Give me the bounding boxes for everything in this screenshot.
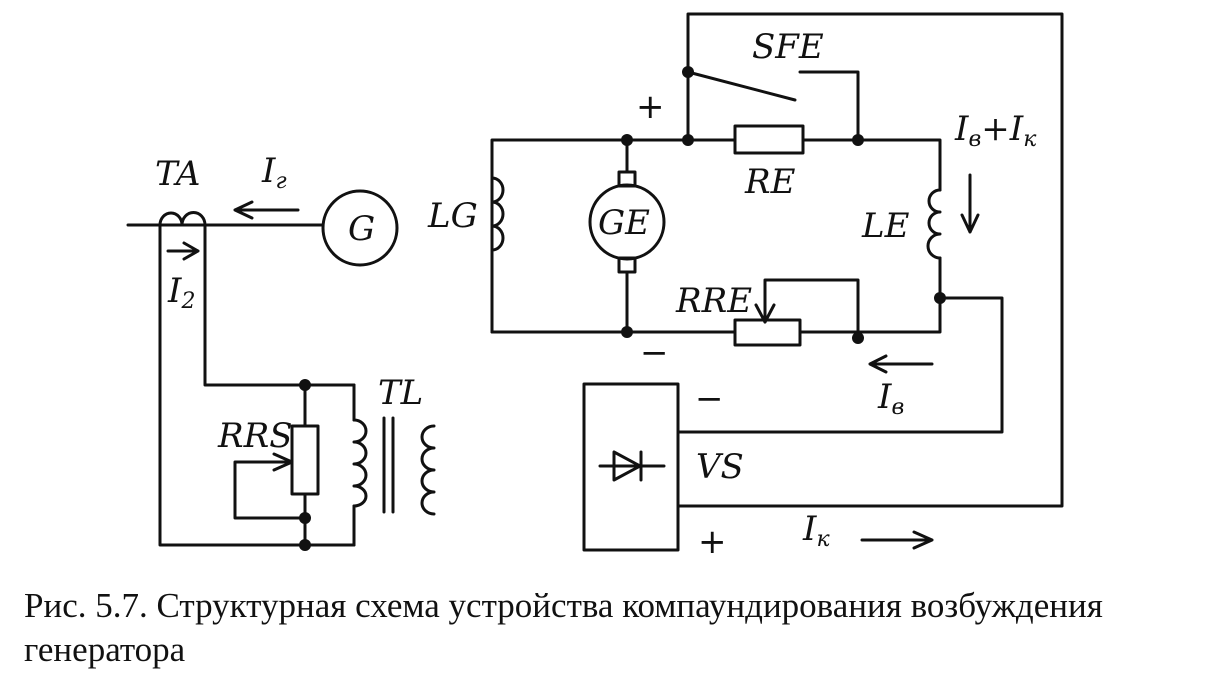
junction-dot bbox=[299, 539, 311, 551]
tl-core bbox=[382, 416, 395, 514]
rre-wiper-arrow bbox=[754, 303, 776, 324]
polarity-plus-vs: + bbox=[698, 522, 727, 562]
polarity-minus-vs: − bbox=[695, 379, 724, 419]
re-resistor bbox=[733, 124, 805, 155]
figure-caption: Рис. 5.7. Структурная схема устройства к… bbox=[24, 586, 1103, 669]
label-rre: RRE bbox=[675, 281, 752, 321]
rrs-wiper-arrow bbox=[272, 452, 294, 472]
wire-ta-secondary bbox=[158, 223, 356, 547]
arrow-i2-icon bbox=[166, 241, 200, 261]
label-i2: I2 bbox=[167, 271, 195, 314]
label-le: LE bbox=[861, 206, 910, 246]
junction-dot bbox=[682, 66, 694, 78]
junction-dot bbox=[852, 134, 864, 146]
label-lg: LG bbox=[427, 196, 478, 236]
label-g: G bbox=[348, 209, 375, 249]
label-ik: Iк bbox=[802, 509, 830, 552]
g-generator bbox=[321, 189, 399, 267]
arrow-ig-icon bbox=[233, 200, 300, 220]
lg-coil bbox=[490, 176, 505, 252]
wire-rre-wiper bbox=[763, 278, 860, 334]
wire-le-return bbox=[490, 256, 942, 334]
junction-dot bbox=[934, 292, 946, 304]
tl-secondary-coil bbox=[420, 424, 436, 516]
arrow-ib-icon bbox=[868, 354, 934, 374]
junction-dot bbox=[299, 512, 311, 524]
label-vs: VS bbox=[696, 447, 744, 487]
vs-rectifier-box bbox=[582, 382, 680, 552]
label-sfe: SFE bbox=[752, 27, 824, 67]
compounding-schematic: TA Iг G I2 LG GE SFE RE RRE LE Iв+Iк Iв … bbox=[126, 12, 1064, 562]
label-ib: Iв bbox=[877, 377, 904, 420]
junction-dot bbox=[852, 332, 864, 344]
diode-icon bbox=[598, 450, 666, 482]
polarity-plus-top: + bbox=[636, 87, 665, 127]
label-ig: Iг bbox=[261, 151, 287, 194]
label-rrs: RRS bbox=[217, 416, 293, 456]
junction-dot bbox=[621, 326, 633, 338]
label-ib-plus-ik: Iв+Iк bbox=[954, 109, 1037, 152]
label-tl: TL bbox=[378, 373, 423, 413]
wire-ik-loop bbox=[676, 12, 1064, 508]
le-coil bbox=[926, 188, 942, 260]
junction-dot bbox=[621, 134, 633, 146]
arrow-ik-icon bbox=[860, 530, 934, 550]
wire-top-bus bbox=[490, 138, 942, 334]
junction-dot bbox=[299, 379, 311, 391]
label-re: RE bbox=[744, 162, 796, 202]
label-ge: GE bbox=[598, 203, 650, 243]
polarity-minus-bottom: − bbox=[640, 333, 669, 373]
rrs-resistor bbox=[290, 424, 320, 496]
ta-coil bbox=[158, 210, 207, 227]
tl-primary-coil bbox=[352, 418, 368, 508]
rre-resistor bbox=[733, 318, 802, 347]
label-ta: TA bbox=[155, 154, 200, 194]
ge-brush-bottom bbox=[617, 256, 637, 274]
arrow-ib-ik-icon bbox=[960, 173, 980, 234]
wire-rrs bbox=[233, 383, 307, 547]
junctions bbox=[299, 66, 946, 551]
wire-vs-minus bbox=[676, 296, 1004, 434]
wire-sfe-bypass bbox=[686, 70, 860, 142]
ge-brush-top bbox=[617, 170, 637, 188]
junction-dot bbox=[682, 134, 694, 146]
